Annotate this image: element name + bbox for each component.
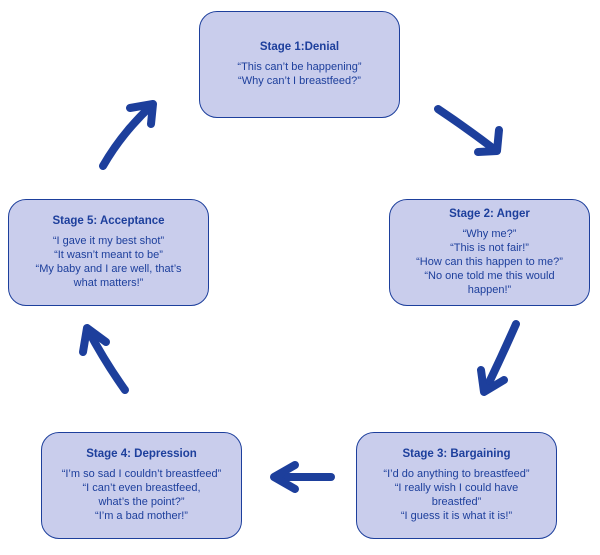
quote: “I gave it my best shot”: [52, 235, 165, 247]
arrow-bargaining-to-depression-head: [270, 461, 299, 493]
arrow-depression-to-acceptance-head: [79, 324, 110, 356]
quote: “I’m so sad I couldn’t breastfeed”: [61, 468, 222, 480]
arrow-denial-to-anger: [434, 105, 498, 153]
stage-denial-box: Stage 1:Denial “This can’t be happening”…: [199, 11, 400, 118]
quote: “No one told me this would happen!”: [424, 270, 555, 296]
quote: “It wasn’t meant to be”: [54, 249, 163, 261]
stage-quotes: “I gave it my best shot” “It wasn’t mean…: [19, 234, 198, 290]
stage-title: Stage 1:Denial: [259, 41, 340, 53]
quote: “Why me?”: [462, 228, 517, 240]
stage-depression-box: Stage 4: Depression “I’m so sad I couldn…: [41, 432, 242, 539]
stage-title: Stage 5: Acceptance: [52, 215, 165, 227]
stage-acceptance-box: Stage 5: Acceptance “I gave it my best s…: [8, 199, 209, 306]
quote: “This can’t be happening”: [237, 61, 362, 73]
stage-quotes: “Why me?” “This is not fair!” “How can t…: [400, 227, 579, 297]
quote: “How can this happen to me?”: [416, 256, 563, 268]
stage-anger-box: Stage 2: Anger “Why me?” “This is not fa…: [389, 199, 590, 306]
stage-bargaining-box: Stage 3: Bargaining “I’d do anything to …: [356, 432, 557, 539]
quote: “My baby and I are well, that’s what mat…: [35, 263, 182, 289]
stage-quotes: “I’m so sad I couldn’t breastfeed” “I ca…: [52, 467, 231, 523]
arrow-acceptance-to-denial-head: [126, 100, 157, 128]
quote: “I really wish I could have breastfed”: [394, 482, 519, 508]
arrow-anger-to-bargaining-head: [477, 366, 508, 396]
stage-quotes: “This can’t be happening” “Why can’t I b…: [237, 60, 361, 88]
quote: “Why can’t I breastfeed?”: [238, 75, 361, 87]
quote: “I’d do anything to breastfeed”: [383, 468, 530, 480]
quote: “I can’t even breastfeed, what’s the poi…: [82, 482, 201, 508]
arrow-acceptance-to-denial: [99, 102, 155, 170]
arrow-denial-to-anger-head: [474, 126, 503, 156]
stage-title: Stage 2: Anger: [449, 208, 530, 220]
stage-title: Stage 4: Depression: [86, 448, 197, 460]
arrow-depression-to-acceptance: [84, 326, 129, 394]
stage-quotes: “I’d do anything to breastfeed” “I reall…: [367, 467, 546, 523]
quote: “I’m a bad mother!”: [95, 510, 188, 522]
stage-title: Stage 3: Bargaining: [402, 448, 511, 460]
quote: “I guess it is what it is!”: [400, 510, 513, 522]
arrow-anger-to-bargaining: [481, 320, 520, 395]
quote: “This is not fair!”: [450, 242, 529, 254]
